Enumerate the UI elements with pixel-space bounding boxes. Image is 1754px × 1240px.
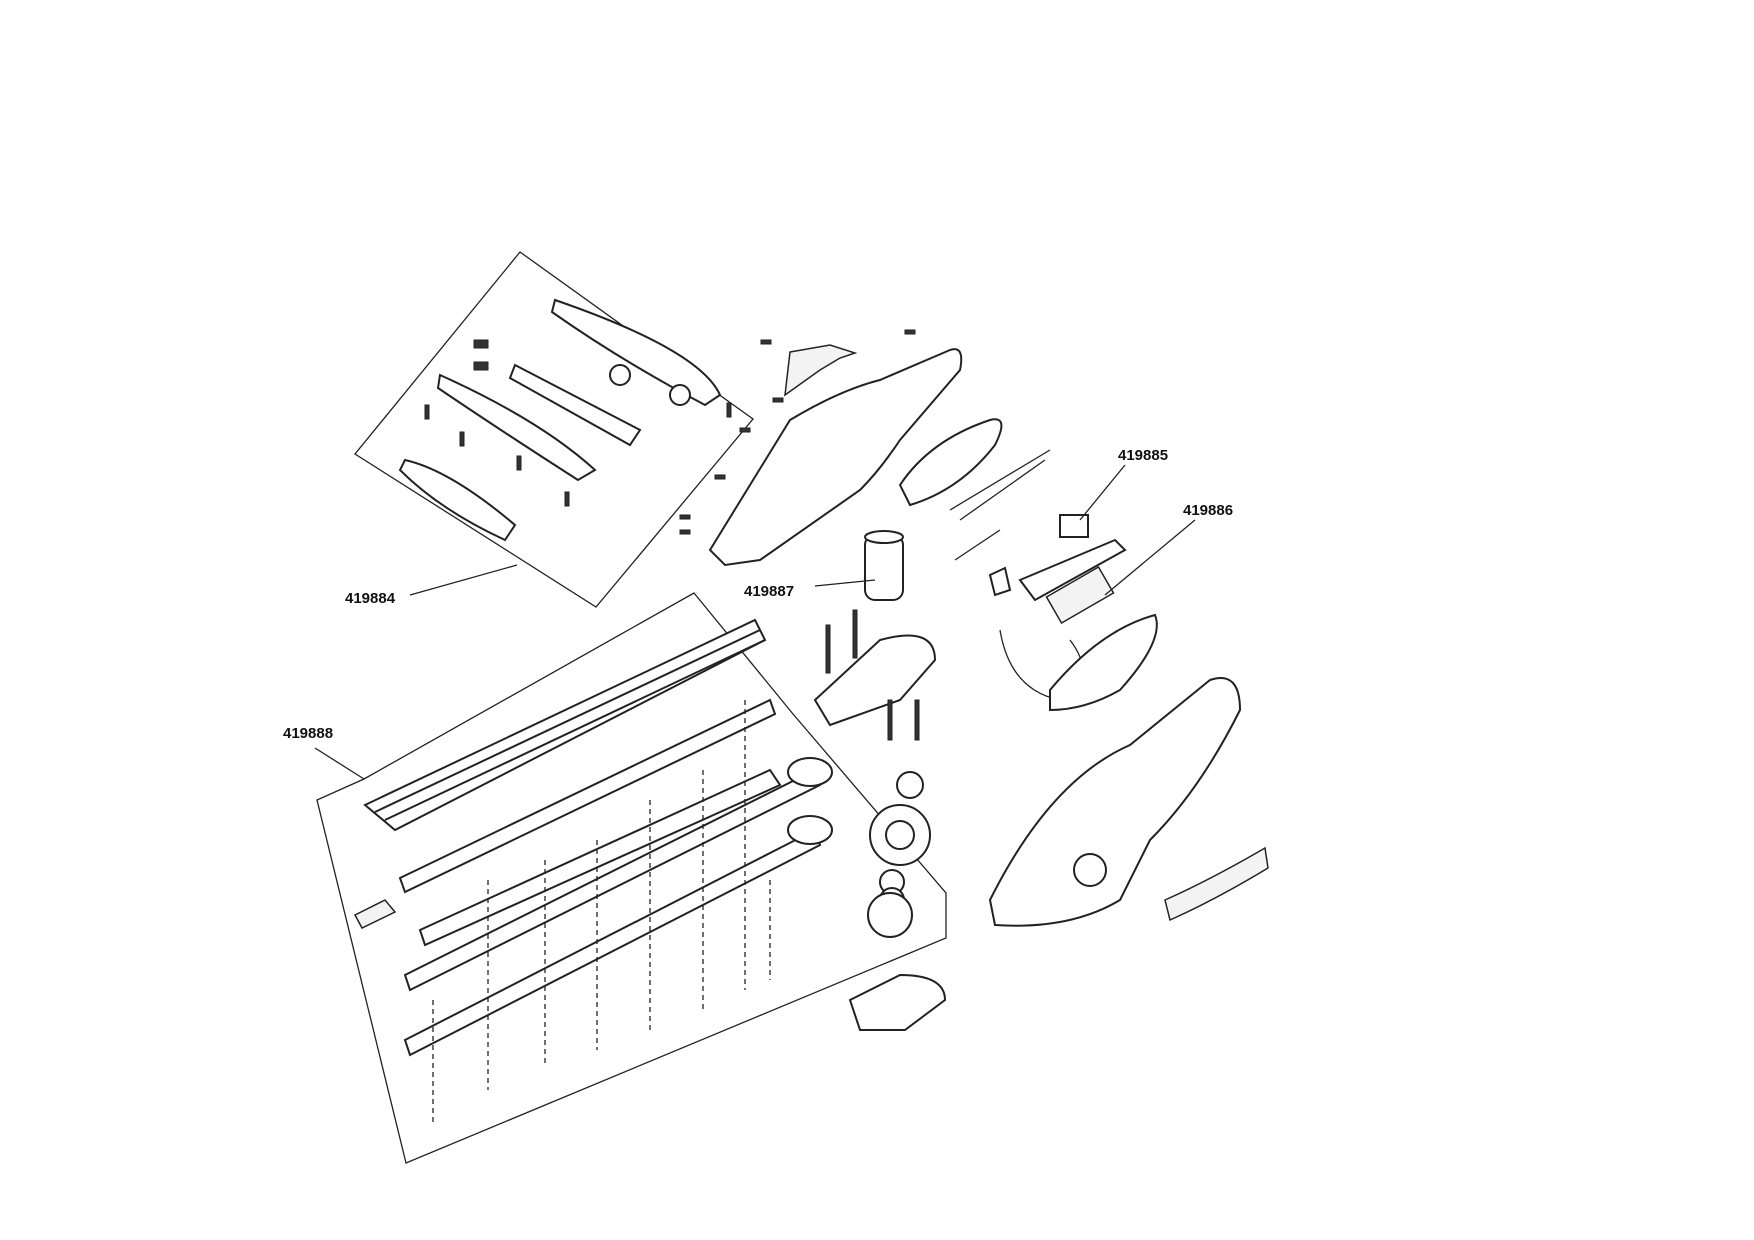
- part-label-419884: 419884: [345, 590, 396, 607]
- leader-line-419884: [409, 564, 518, 596]
- blade-assembly-part: [353, 618, 833, 1125]
- part-label-419886: 419886: [1183, 502, 1233, 519]
- main-housing: [679, 329, 963, 567]
- leader-line-419888: [314, 747, 365, 780]
- handle-cover-parts: [398, 298, 732, 542]
- group-boundary-blade: [316, 592, 947, 1164]
- leader-line-419886: [1104, 519, 1196, 596]
- front-handle: [988, 677, 1269, 927]
- leader-line-419885: [1079, 464, 1126, 521]
- part-label-419885: 419885: [1118, 447, 1168, 464]
- part-label-419888: 419888: [283, 725, 333, 742]
- part-label-419887: 419887: [744, 583, 794, 600]
- motor-part: [864, 530, 904, 601]
- side-cover-right: [1049, 613, 1158, 712]
- side-cover-and-wiring: [898, 418, 1051, 561]
- gear-housing: [813, 609, 947, 1031]
- circuit-board-part: [988, 538, 1127, 701]
- switch-part: [1059, 514, 1089, 538]
- leader-line-419887: [814, 579, 876, 587]
